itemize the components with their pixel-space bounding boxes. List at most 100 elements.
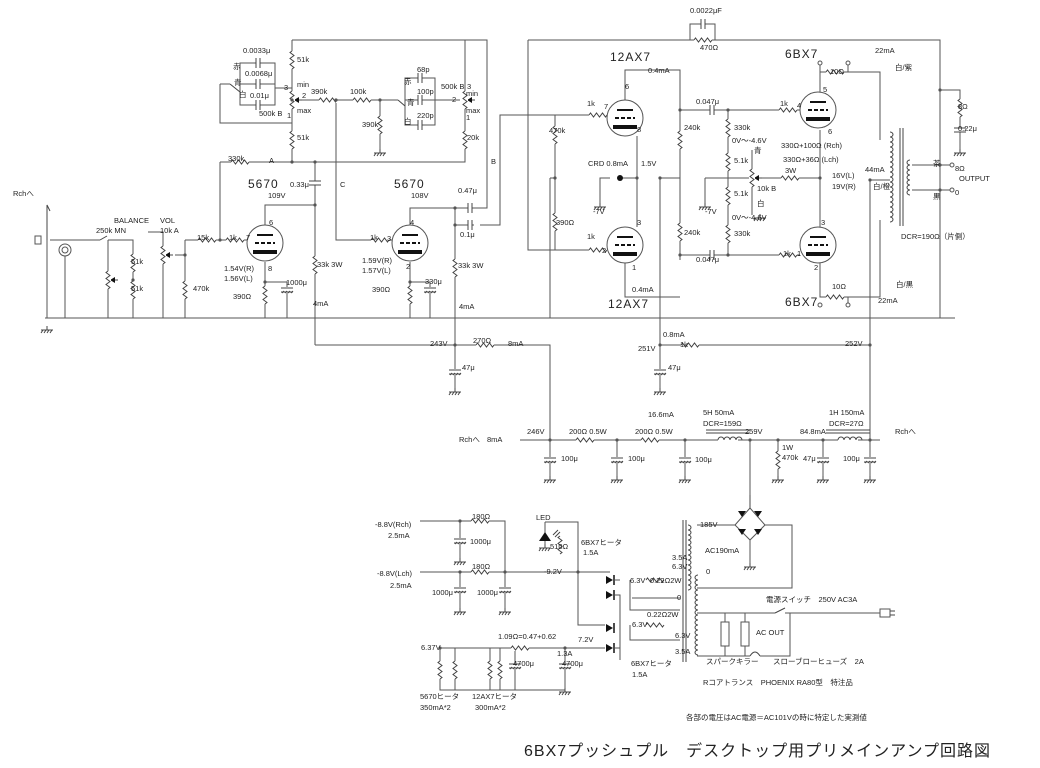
resistor-icon bbox=[160, 245, 166, 265]
label: 4 bbox=[797, 101, 801, 110]
junction-dot bbox=[553, 176, 557, 180]
junction-dot bbox=[408, 280, 412, 284]
label: DCR=190Ω（片側） bbox=[901, 231, 970, 241]
label: 6 bbox=[828, 127, 832, 136]
power-transformer-hv bbox=[687, 524, 692, 591]
resistor-icon bbox=[510, 645, 530, 651]
test-point bbox=[845, 60, 851, 66]
junction-dot bbox=[868, 178, 872, 182]
ground-icon bbox=[816, 476, 829, 484]
capacitor-icon bbox=[255, 58, 261, 68]
label: 6 bbox=[269, 218, 273, 227]
transformer-core bbox=[899, 128, 904, 226]
label: 10k A bbox=[160, 226, 179, 235]
label: 1000μ bbox=[432, 588, 453, 597]
tube-12ax7-upper bbox=[606, 99, 644, 137]
label: 0.22μ bbox=[958, 124, 977, 133]
label: 33k 3W bbox=[458, 261, 484, 270]
electrolytic-capacitor-icon bbox=[281, 287, 294, 294]
label: 3 bbox=[467, 82, 471, 91]
label: 84.8mA bbox=[800, 427, 826, 436]
diode-icon bbox=[606, 576, 613, 584]
label: 0.22Ω2W bbox=[650, 576, 682, 585]
resistor-icon bbox=[780, 175, 800, 181]
resistor-icon bbox=[775, 450, 781, 470]
capacitor-icon bbox=[709, 105, 715, 115]
ground-icon bbox=[653, 388, 666, 396]
capacitor-icon bbox=[700, 19, 706, 29]
wire-gap bbox=[468, 203, 472, 213]
junction-dot bbox=[183, 253, 187, 257]
capacitor-icon bbox=[709, 250, 715, 260]
label: 3.5A bbox=[675, 647, 690, 656]
tube-5670-stage2 bbox=[391, 224, 429, 262]
label: 白/橙 bbox=[873, 181, 891, 191]
junction-dot bbox=[131, 278, 135, 282]
label: 2 bbox=[452, 95, 456, 104]
resistor-icon bbox=[130, 253, 136, 273]
electrolytic-capacitor-icon bbox=[454, 587, 467, 594]
label: 100p bbox=[417, 87, 434, 96]
resistor-icon bbox=[475, 342, 495, 348]
label: 8 bbox=[637, 125, 641, 134]
label: 330k bbox=[734, 123, 751, 132]
ground-icon bbox=[40, 326, 53, 334]
wire-bridge bbox=[697, 524, 793, 589]
junction-dot bbox=[458, 519, 462, 523]
diagram-title: 6BX7プッシュプル デスクトップ用プリメインアンプ回路図 bbox=[524, 741, 991, 760]
tube-label: 12AX7 bbox=[610, 50, 651, 64]
label: 1.09Ω=0.47+0.62 bbox=[498, 632, 556, 641]
tube-12ax7-lower bbox=[606, 226, 644, 264]
resistor-icon bbox=[407, 285, 413, 305]
resistor-icon bbox=[552, 125, 558, 145]
test-point bbox=[817, 302, 823, 308]
label: 6BX7ヒータ bbox=[631, 659, 672, 668]
junction-dot bbox=[263, 280, 267, 284]
wire-gap bbox=[424, 287, 436, 293]
wire-stage2 bbox=[409, 114, 612, 345]
capacitor-icon bbox=[417, 73, 423, 83]
resistor-icon bbox=[725, 186, 731, 206]
resistor-icon bbox=[693, 37, 713, 43]
resistor-icon bbox=[377, 115, 383, 135]
label: 2.5mA bbox=[388, 531, 410, 540]
resistor-icon bbox=[778, 107, 798, 113]
ground-icon bbox=[558, 688, 571, 696]
label: max bbox=[297, 106, 311, 115]
label: min bbox=[466, 89, 478, 98]
test-point bbox=[817, 60, 823, 66]
label: 1.57V(L) bbox=[362, 266, 391, 275]
junction-dot bbox=[776, 438, 780, 442]
label: 2 bbox=[602, 246, 606, 255]
label: 1H 150mA bbox=[829, 408, 864, 417]
wire-tone-mid bbox=[292, 77, 466, 241]
resistor-icon bbox=[452, 660, 458, 680]
ground-icon bbox=[743, 563, 756, 571]
label: 100μ bbox=[695, 455, 712, 464]
label: 250k MN bbox=[96, 226, 126, 235]
label: 15k bbox=[197, 233, 209, 242]
tube-electrodes bbox=[613, 109, 637, 129]
label: 470k bbox=[549, 126, 566, 135]
wire-mains bbox=[697, 612, 880, 657]
label: 4 bbox=[410, 218, 414, 227]
wire-gap bbox=[838, 436, 858, 442]
wiper-arrow-icon bbox=[294, 97, 299, 103]
label: 220p bbox=[417, 111, 434, 120]
label: 1000μ bbox=[286, 278, 307, 287]
power-switch-icon bbox=[774, 607, 786, 614]
label: 100k bbox=[350, 87, 367, 96]
wire-gap bbox=[710, 105, 714, 115]
label: 4mA bbox=[459, 302, 474, 311]
label: 1.5A bbox=[632, 670, 647, 679]
junction-dot bbox=[378, 98, 382, 102]
resistor-icon bbox=[462, 130, 468, 150]
ground-icon bbox=[498, 608, 511, 616]
capacitor-icon bbox=[417, 120, 423, 130]
resistor-icon bbox=[230, 159, 250, 165]
junction-dot bbox=[438, 646, 442, 650]
label: 1k bbox=[229, 233, 237, 242]
choke-core bbox=[706, 429, 870, 434]
junction-dot bbox=[290, 98, 294, 102]
